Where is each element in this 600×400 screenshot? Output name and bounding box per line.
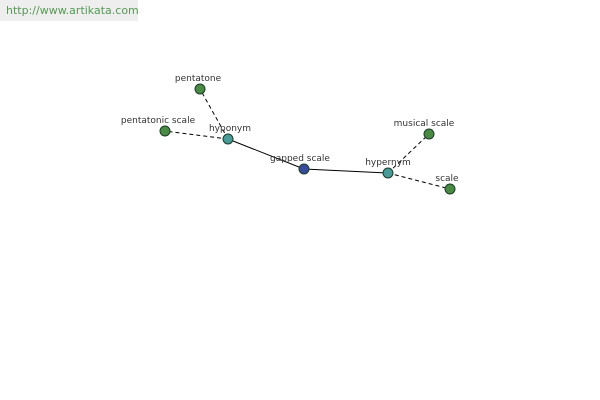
node-hypernym[interactable] — [382, 167, 394, 179]
node-label-gapped-scale[interactable]: gapped scale — [270, 154, 330, 164]
edge-gapped-scale-hypernym — [303, 168, 389, 174]
edge-hypernym-musical-scale — [387, 133, 430, 174]
node-pentatonic-scale[interactable] — [159, 125, 171, 137]
node-label-musical-scale[interactable]: musical scale — [394, 119, 455, 129]
edge-hyponym-pentatonic-scale — [164, 130, 229, 140]
node-label-scale[interactable]: scale — [435, 174, 459, 184]
site-url-banner[interactable]: http://www.artikata.com — [0, 0, 139, 21]
node-label-pentatonic-scale[interactable]: pentatonic scale — [121, 116, 196, 126]
node-label-hypernym[interactable]: hypernym — [365, 158, 411, 168]
node-gapped-scale[interactable] — [298, 163, 310, 175]
node-label-pentatone[interactable]: pentatone — [175, 74, 222, 84]
graph-nodes — [159, 83, 456, 195]
edge-hyponym-pentatone — [199, 88, 229, 140]
graph-edges — [164, 88, 451, 190]
graph-labels: gapped scale hyponym hypernym pentatone pent… — [121, 74, 459, 184]
edge-gapped-scale-hyponym — [227, 138, 305, 170]
node-musical-scale[interactable] — [423, 128, 435, 140]
edge-hypernym-scale — [387, 172, 451, 190]
node-label-hyponym[interactable]: hyponym — [209, 124, 251, 134]
node-hyponym[interactable] — [222, 133, 234, 145]
node-scale[interactable] — [444, 183, 456, 195]
node-pentatone[interactable] — [194, 83, 206, 95]
